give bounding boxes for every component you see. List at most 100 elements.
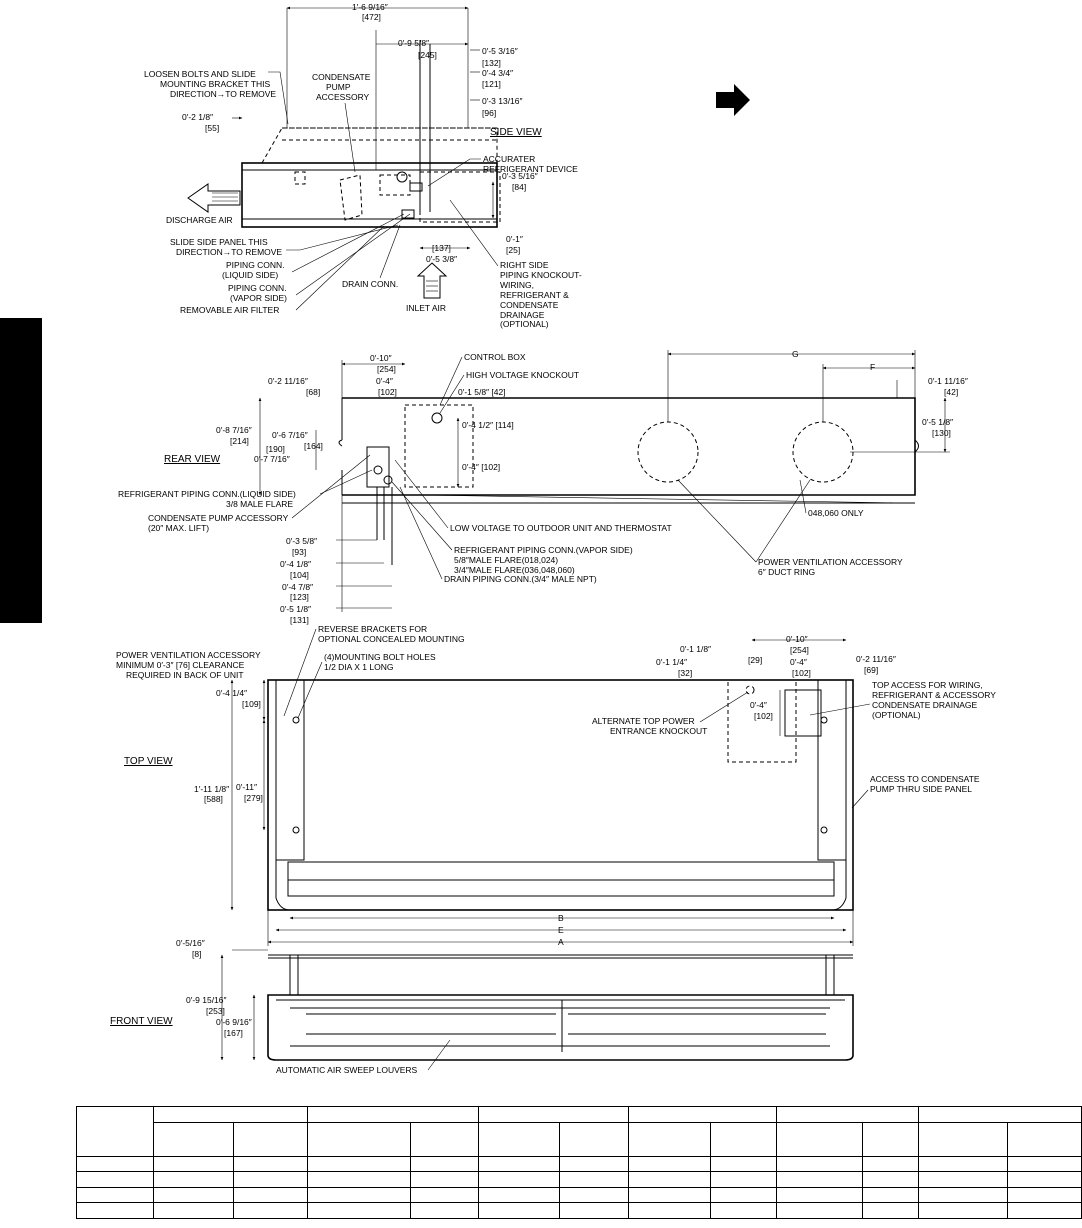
table-cell [1006, 1121, 1082, 1157]
table-cell [76, 1186, 154, 1203]
dim-top-279: 0′-11″ [236, 782, 257, 792]
label-reverse-1: REVERSE BRACKETS FOR [318, 624, 427, 634]
dim-e: E [558, 925, 564, 935]
dim-55: 0′-2 1/8″ [182, 112, 213, 122]
dim-rear-130-mm: [130] [932, 428, 951, 438]
dim-rear-254: 0′-10″ [370, 353, 392, 363]
table-cell [628, 1155, 712, 1172]
rear-view-title: REAR VIEW [164, 454, 221, 465]
dim-a: A [558, 937, 564, 947]
dim-121-mm: [121] [482, 79, 501, 89]
dim-55-mm: [55] [205, 123, 219, 133]
label-knockout-3: WIRING, [500, 280, 534, 290]
dim-245: 0′-9 5/8″ [398, 38, 429, 48]
table-cell [559, 1171, 630, 1188]
table-cell [918, 1202, 1008, 1219]
dim-front-167: 0′-6 9/16″ [216, 1017, 252, 1027]
label-slide-panel-1: SLIDE SIDE PANEL THIS [170, 237, 268, 247]
table-cell [1006, 1202, 1082, 1219]
dim-84-mm: [84] [512, 182, 526, 192]
dim-top-109: 0′-4 1/4″ [216, 688, 247, 698]
label-top-access-1: TOP ACCESS FOR WIRING, [872, 680, 983, 690]
label-power-vent-2: 6″ DUCT RING [758, 567, 815, 577]
label-accurater-1: ACCURATER [483, 154, 535, 164]
dim-132-mm: [132] [482, 58, 501, 68]
label-top-power-vent-2: MINIMUM 0′-3″ [76] CLEARANCE [116, 660, 245, 670]
label-top-power-vent-1: POWER VENTILATION ACCESSORY [116, 650, 261, 660]
label-condensate-1: ACCESS TO CONDENSATE [870, 774, 980, 784]
table-cell [559, 1155, 630, 1172]
table-cell [559, 1121, 630, 1157]
dim-top-588-mm: [588] [204, 794, 223, 804]
table-cell [776, 1121, 864, 1157]
table-cell [710, 1121, 778, 1157]
front-unit-body [267, 994, 854, 1061]
label-control-box: CONTROL BOX [464, 352, 526, 362]
duct-ring-left [637, 421, 699, 483]
dim-b: B [558, 913, 564, 923]
label-loosen-2: MOUNTING BRACKET THIS [160, 79, 271, 89]
table-row [76, 1202, 1082, 1219]
label-top-power-vent-3: REQUIRED IN BACK OF UNIT [126, 670, 244, 680]
label-alternate-2: ENTRANCE KNOCKOUT [610, 726, 707, 736]
table-cell [152, 1155, 234, 1172]
dim-top-102-mm: [102] [792, 668, 811, 678]
front-view-title: FRONT VIEW [110, 1016, 173, 1027]
label-drain-conn: DRAIN CONN. [342, 279, 398, 289]
label-bolt-2: 1/2 DIA X 1 LONG [324, 662, 393, 672]
table-cell [477, 1186, 561, 1203]
dim-rear-42r-mm: [42] [944, 387, 958, 397]
dim-f: F [870, 362, 875, 372]
table-cell [559, 1202, 630, 1219]
top-view: TOP VIEW POWER VENTILATION ACCESSORY MIN… [116, 624, 996, 947]
table-cell [306, 1171, 411, 1188]
table-cell [409, 1121, 479, 1157]
dim-rear-104-mm: [104] [290, 570, 309, 580]
dim-top-102b: 0′-4″ [750, 700, 767, 710]
table-cell [628, 1171, 712, 1188]
label-ref-vapor-1: REFRIGERANT PIPING CONN.(VAPOR SIDE) [454, 545, 633, 555]
label-top-access-3: CONDENSATE DRAINAGE [872, 700, 977, 710]
top-view-title: TOP VIEW [124, 756, 173, 767]
table-cell [776, 1155, 864, 1172]
dim-rear-131: 0′-5 1/8″ [280, 604, 311, 614]
table-cell [710, 1171, 778, 1188]
inlet-air-arrow [416, 262, 448, 299]
dim-top-279-mm: [279] [244, 793, 263, 803]
dim-rear-68-mm: [68] [306, 387, 320, 397]
label-alternate-1: ALTERNATE TOP POWER [592, 716, 695, 726]
dim-rear-130: 0′-5 1/8″ [922, 417, 953, 427]
label-piping-liquid-1: PIPING CONN. [226, 260, 285, 270]
label-loosen-1: LOOSEN BOLTS AND SLIDE [144, 69, 256, 79]
dim-front-8: 0′-5/16″ [176, 938, 205, 948]
dim-84: 0′-3 5/16″ [502, 171, 538, 181]
dim-rear-123: 0′-4 7/8″ [282, 582, 313, 592]
dim-rear-214-mm: [214] [230, 436, 249, 446]
side-bracket-dashed [261, 127, 498, 164]
label-bolt-1: (4)MOUNTING BOLT HOLES [324, 652, 436, 662]
dimension-table [76, 1106, 1082, 1219]
table-cell [477, 1171, 561, 1188]
dim-rear-68: 0′-2 11/16″ [268, 376, 308, 386]
rear-view: REAR VIEW 0′-10″ [254] 0′-2 11/16″ [68] … [118, 349, 968, 625]
dim-rear-104: 0′-4 1/8″ [280, 559, 311, 569]
table-cell [306, 1155, 411, 1172]
dim-front-253-mm: [253] [206, 1006, 225, 1016]
table-row [76, 1186, 1082, 1203]
table-cell [1006, 1186, 1082, 1203]
label-power-vent-1: POWER VENTILATION ACCESSORY [758, 557, 903, 567]
table-cell [76, 1106, 154, 1157]
table-row [76, 1155, 1082, 1172]
label-ref-liquid-2: 3/8 MALE FLARE [226, 499, 293, 509]
label-knockout-6: DRAINAGE [500, 310, 545, 320]
table-cell [862, 1171, 920, 1188]
table-cell [776, 1186, 864, 1203]
label-piping-vapor-1: PIPING CONN. [228, 283, 287, 293]
table-cell [628, 1186, 712, 1203]
label-knockout-2: PIPING KNOCKOUT- [500, 270, 582, 280]
dim-top-102b-mm: [102] [754, 711, 773, 721]
label-ref-liquid-1: REFRIGERANT PIPING CONN.(LIQUID SIDE) [118, 489, 296, 499]
dim-rear-42: 0′-1 5/8″ [42] [458, 387, 506, 397]
table-cell [152, 1121, 234, 1157]
dim-rear-114: 0′-4 1/2″ [114] [462, 420, 514, 430]
